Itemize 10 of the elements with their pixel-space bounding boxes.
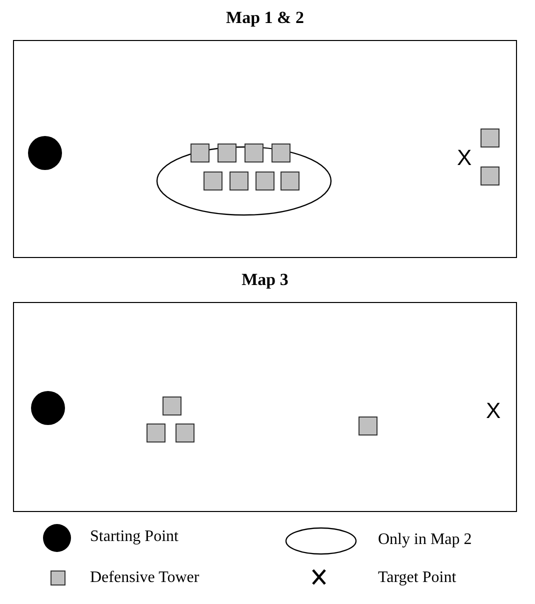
legend-label: Only in Map 2 [378, 531, 472, 549]
map-heading: Map 3 [240, 270, 290, 290]
legend-label: Target Point [378, 569, 456, 587]
legend-label: Starting Point [90, 528, 178, 546]
map-panel [13, 40, 517, 258]
map-panel [13, 302, 517, 512]
map-heading: Map 1 & 2 [225, 8, 305, 28]
target-point-mark: X [457, 147, 472, 169]
legend-label: Defensive Tower [90, 569, 200, 587]
target-point-mark: X [486, 400, 501, 422]
